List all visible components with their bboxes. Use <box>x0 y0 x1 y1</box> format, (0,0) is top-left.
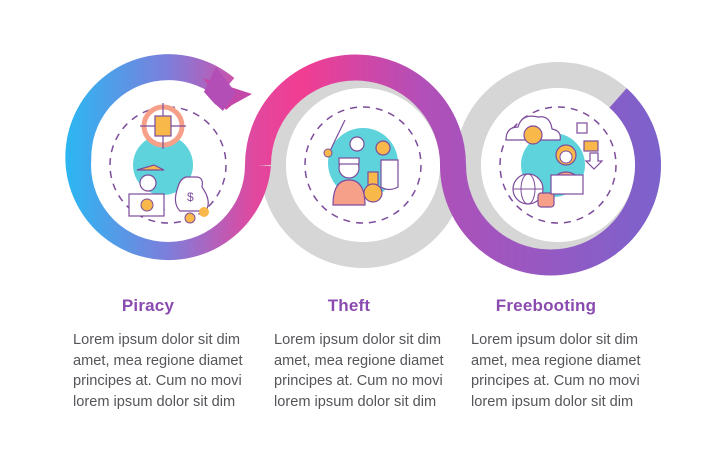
step-title: Piracy <box>121 296 175 315</box>
cloud-content-sharing-icon <box>499 106 617 224</box>
arrow-notch <box>204 67 236 112</box>
step-title: Theft <box>327 296 371 315</box>
step-freebooting: Freebooting Lorem ipsum dolor sit dim am… <box>471 296 661 412</box>
svg-text:$: $ <box>187 190 194 204</box>
gradient-flow-band <box>65 54 661 276</box>
step-title: Freebooting <box>495 296 597 315</box>
thief-copyright-icon <box>304 106 422 224</box>
step-theft: Theft Lorem ipsum dolor sit dim amet, me… <box>274 296 464 412</box>
step-piracy: Piracy Lorem ipsum dolor sit dim amet, m… <box>73 296 263 412</box>
pirate-with-money-bag-icon: $ <box>109 103 227 224</box>
step-description: Lorem ipsum dolor sit dim amet, mea regi… <box>274 332 444 410</box>
step-description: Lorem ipsum dolor sit dim amet, mea regi… <box>73 332 243 410</box>
step-description: Lorem ipsum dolor sit dim amet, mea regi… <box>471 332 641 410</box>
